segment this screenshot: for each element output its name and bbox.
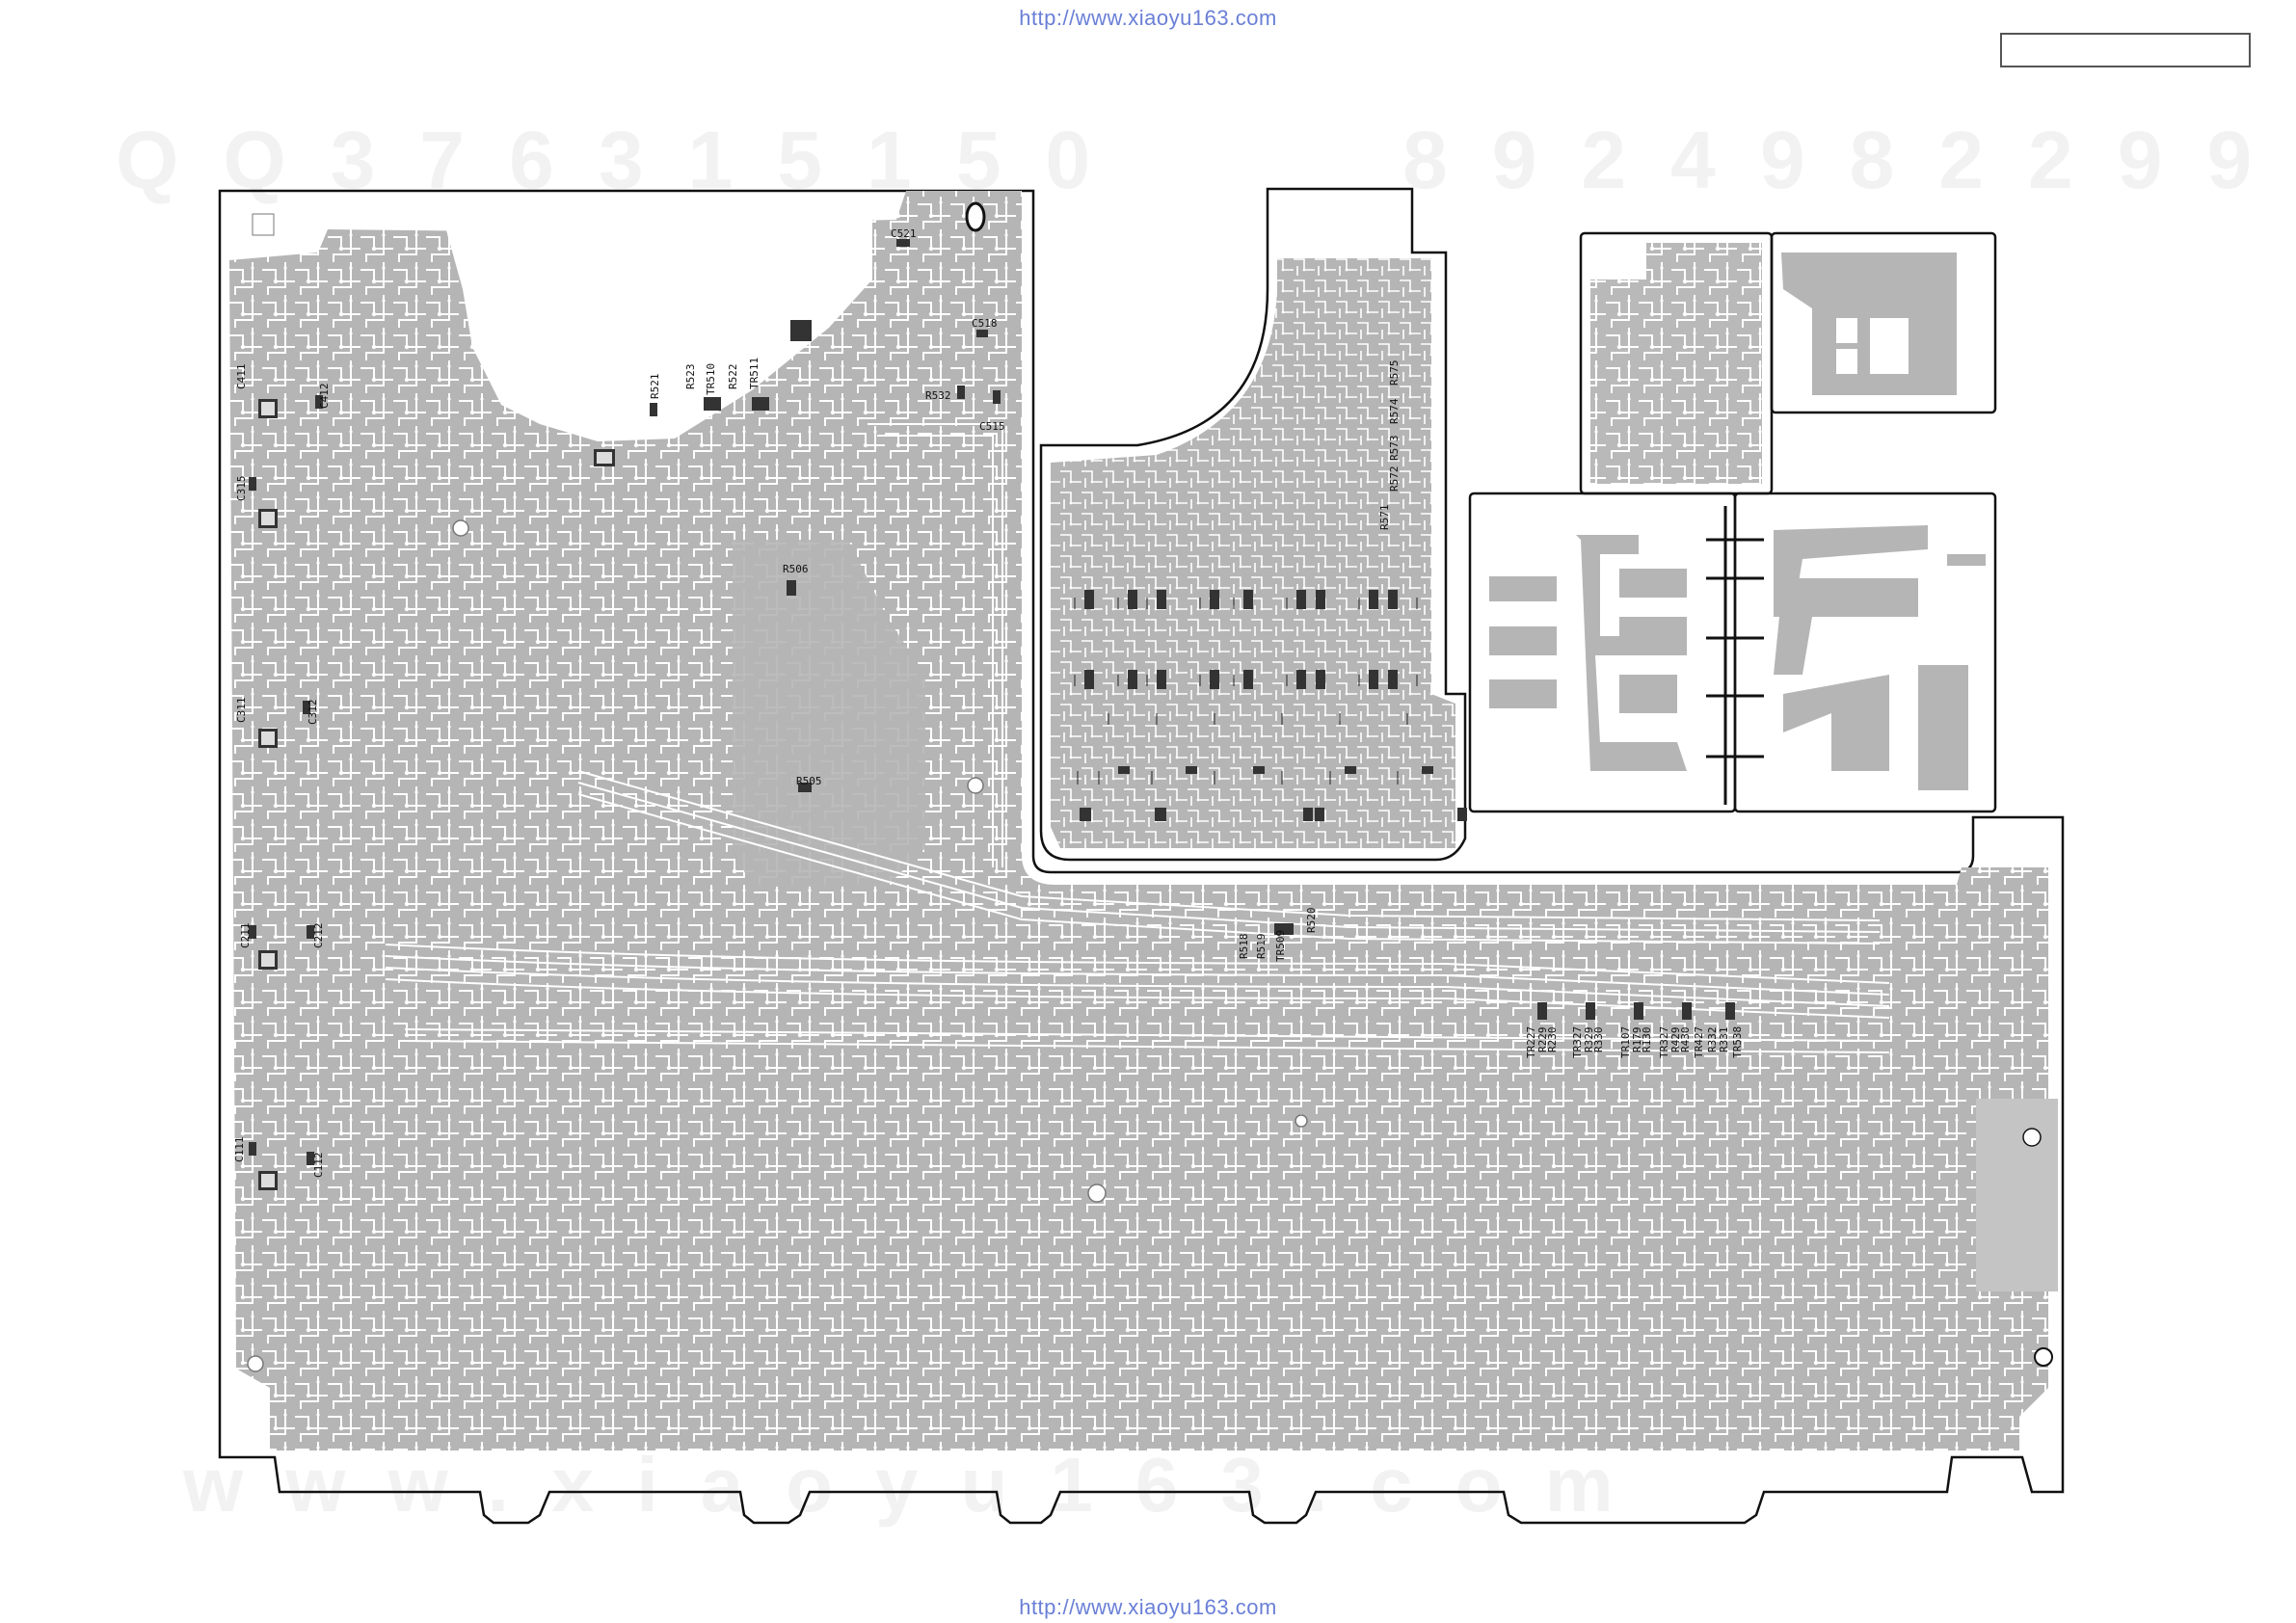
label-r329: R329 xyxy=(1583,1027,1595,1053)
label-c111: C111 xyxy=(233,1137,246,1163)
label-r505: R505 xyxy=(796,775,822,787)
center-blank-region xyxy=(733,540,925,887)
label-c211: C211 xyxy=(239,923,252,949)
label-r179: R179 xyxy=(1631,1027,1643,1053)
label-tr327-b: TR327 xyxy=(1658,1026,1670,1058)
label-r332: R332 xyxy=(1706,1027,1719,1053)
label-r572: R572 xyxy=(1388,466,1401,492)
transformer-cutout xyxy=(443,220,872,441)
title-box xyxy=(2000,33,2251,67)
label-r331: R331 xyxy=(1718,1027,1730,1053)
label-r523: R523 xyxy=(684,364,697,390)
label-c311: C311 xyxy=(235,698,248,724)
header-url[interactable]: http://www.xiaoyu163.com xyxy=(1019,6,1277,30)
main-copper-fill xyxy=(229,191,2048,1450)
upper-right-copper xyxy=(1051,258,1455,848)
main-board-outline xyxy=(218,189,2065,1525)
label-c315: C315 xyxy=(235,476,248,502)
label-c521: C521 xyxy=(891,227,917,240)
label-r518: R518 xyxy=(1238,934,1250,960)
label-r574: R574 xyxy=(1388,398,1401,424)
top-right-board-b xyxy=(1770,231,1997,414)
label-c212: C212 xyxy=(312,923,325,949)
label-r429: R429 xyxy=(1669,1027,1682,1053)
label-r506: R506 xyxy=(783,563,809,575)
label-r573: R573 xyxy=(1388,436,1401,462)
label-r130: R130 xyxy=(1641,1027,1653,1053)
upper-right-board-outline xyxy=(1039,187,1467,862)
label-c515: C515 xyxy=(979,420,1005,433)
label-tr511: TR511 xyxy=(748,358,761,389)
label-c412: C412 xyxy=(318,384,331,410)
label-r519: R519 xyxy=(1255,934,1268,960)
label-c518: C518 xyxy=(972,317,998,330)
label-r522: R522 xyxy=(727,364,739,390)
label-r330: R330 xyxy=(1592,1027,1605,1053)
label-tr510: TR510 xyxy=(705,363,717,395)
label-tr427: TR427 xyxy=(1693,1026,1705,1058)
label-r571: R571 xyxy=(1378,505,1391,531)
label-r520: R520 xyxy=(1305,908,1318,934)
label-c112: C112 xyxy=(312,1153,325,1179)
label-tr227: TR227 xyxy=(1525,1026,1537,1058)
label-r532: R532 xyxy=(925,389,951,402)
watermark-site: www.xiaoyu163.com xyxy=(183,1442,1656,1528)
label-c312: C312 xyxy=(307,700,319,726)
footer-url[interactable]: http://www.xiaoyu163.com xyxy=(1019,1595,1277,1619)
label-r575: R575 xyxy=(1388,360,1401,386)
label-r230: R230 xyxy=(1546,1027,1559,1053)
label-c411: C411 xyxy=(235,364,248,390)
right-mid-board-b xyxy=(1733,492,1997,813)
label-r229: R229 xyxy=(1536,1027,1549,1053)
label-r430: R430 xyxy=(1679,1027,1692,1053)
label-r521: R521 xyxy=(649,374,661,400)
watermark-code-right: 8924982299 xyxy=(1402,115,2296,205)
label-tr538: TR538 xyxy=(1731,1026,1744,1058)
label-tr509: TR509 xyxy=(1274,930,1287,962)
label-tr327: TR327 xyxy=(1571,1026,1584,1058)
label-tr107: TR107 xyxy=(1619,1026,1632,1058)
